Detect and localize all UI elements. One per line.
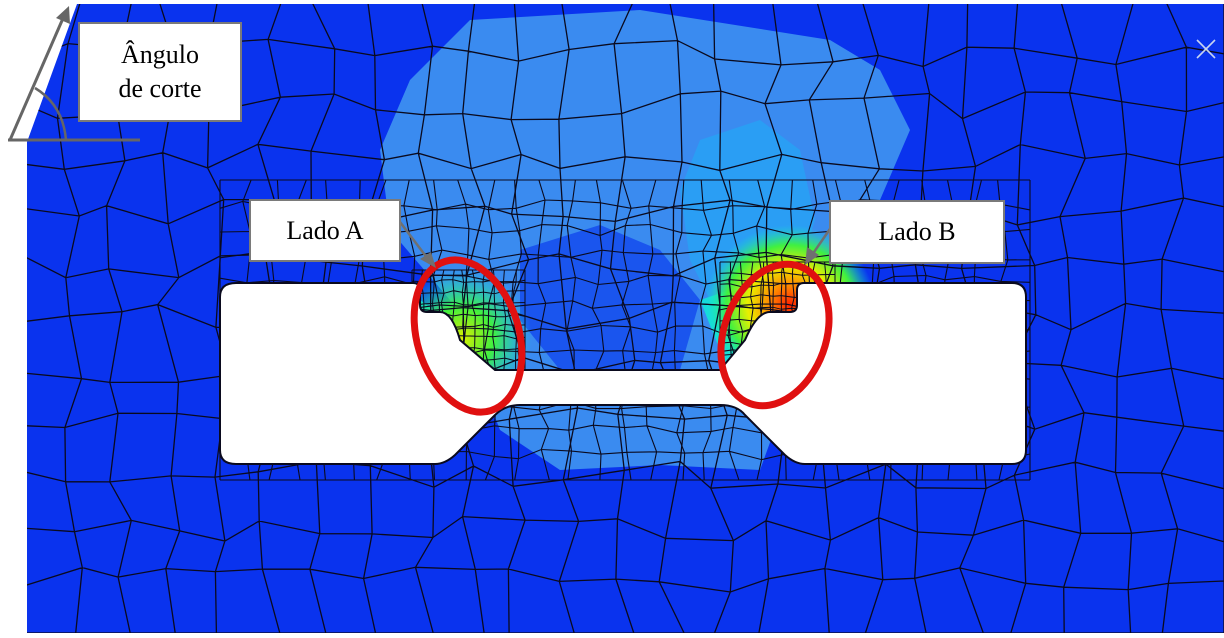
cut-angle-label-box: Ângulo de corte bbox=[78, 22, 242, 122]
angle-inclined-line bbox=[8, 15, 66, 141]
side-b-label: Lado B bbox=[829, 200, 1005, 264]
field-region-low-hollow bbox=[520, 225, 700, 370]
highlight-ring-b bbox=[717, 260, 833, 410]
arrow-a-shaft bbox=[399, 221, 429, 260]
arrow-a-head bbox=[420, 252, 436, 268]
slot-cutout bbox=[219, 282, 1027, 465]
cut-angle-label-line2: de corte bbox=[118, 74, 202, 103]
close-icon[interactable] bbox=[1196, 39, 1216, 59]
side-a-label: Lado A bbox=[249, 199, 401, 262]
arrow-b-shaft bbox=[810, 225, 834, 256]
arrow-b-head bbox=[805, 247, 819, 265]
angle-arrow-head bbox=[56, 6, 70, 24]
cut-angle-label-line1: Ângulo bbox=[121, 40, 199, 69]
angle-arc bbox=[34, 86, 68, 141]
highlight-ring-a bbox=[410, 256, 526, 416]
